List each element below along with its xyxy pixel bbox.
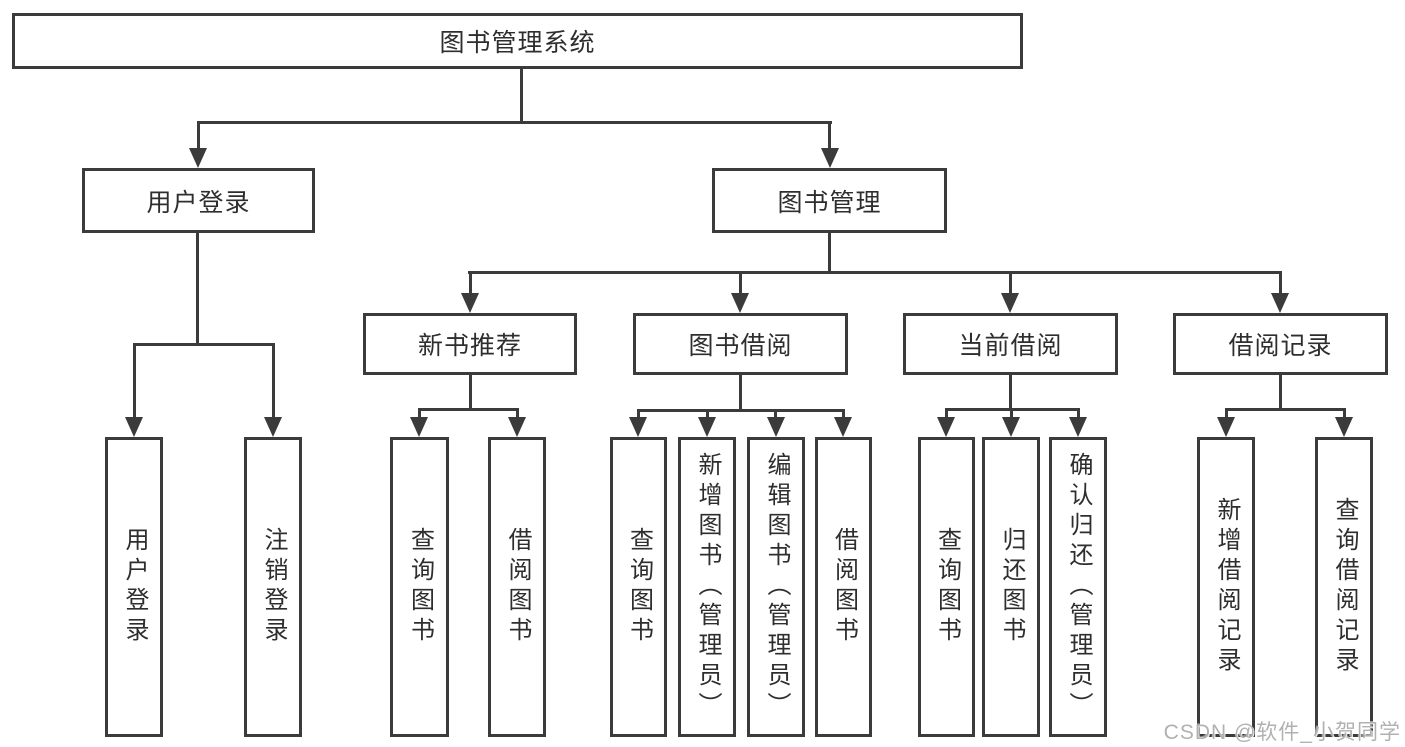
leaf-query-books-borrowing: 查询图书 bbox=[610, 437, 667, 737]
leaf-return-books-label: 归还图书 bbox=[998, 527, 1025, 647]
connector-line bbox=[637, 409, 845, 412]
connector-line bbox=[196, 233, 199, 345]
leaf-logout-label: 注销登录 bbox=[260, 527, 287, 647]
leaf-query-books-borrowing-label: 查询图书 bbox=[625, 527, 653, 647]
leaf-query-books-current: 查询图书 bbox=[918, 437, 975, 737]
connector-line bbox=[133, 343, 136, 419]
node-borrowing-records-label: 借阅记录 bbox=[1228, 332, 1333, 360]
arrow-down-icon bbox=[629, 417, 647, 437]
connector-line bbox=[468, 271, 1281, 274]
connector-line bbox=[1279, 375, 1282, 410]
leaf-logout: 注销登录 bbox=[244, 437, 302, 737]
leaf-query-books-recommend: 查询图书 bbox=[390, 437, 449, 737]
arrow-down-icon bbox=[731, 293, 749, 313]
arrow-down-icon bbox=[834, 417, 852, 437]
connector-line bbox=[272, 343, 275, 419]
connector-line bbox=[197, 121, 832, 124]
leaf-borrow-books-recommend: 借阅图书 bbox=[488, 437, 546, 737]
leaf-borrow-books: 借阅图书 bbox=[815, 437, 872, 737]
connector-line bbox=[739, 375, 742, 411]
leaf-query-borrow-record: 查询借阅记录 bbox=[1315, 437, 1373, 737]
node-borrowing-records: 借阅记录 bbox=[1173, 313, 1388, 375]
node-new-book-recommend-label: 新书推荐 bbox=[417, 332, 522, 360]
connector-line bbox=[1010, 408, 1013, 419]
connector-line bbox=[520, 69, 523, 124]
node-book-management: 图书管理 bbox=[712, 168, 947, 233]
connector-line bbox=[828, 121, 831, 150]
arrow-down-icon bbox=[461, 293, 479, 313]
leaf-query-borrow-record-label: 查询借阅记录 bbox=[1331, 497, 1358, 677]
node-book-borrowing: 图书借阅 bbox=[633, 313, 848, 375]
node-root: 图书管理系统 bbox=[12, 13, 1023, 69]
leaf-confirm-return-admin-label: 确认归还（管理员） bbox=[1065, 452, 1092, 722]
connector-line bbox=[842, 409, 845, 419]
leaf-query-books-recommend-label: 查询图书 bbox=[406, 527, 434, 647]
connector-line bbox=[1279, 271, 1282, 295]
leaf-edit-books-admin-label: 编辑图书（管理员） bbox=[763, 452, 790, 722]
leaf-add-books-admin: 新增图书（管理员） bbox=[678, 437, 736, 737]
arrow-down-icon bbox=[1271, 293, 1289, 313]
arrow-down-icon bbox=[1069, 417, 1087, 437]
connector-line bbox=[945, 408, 948, 419]
node-current-borrowing: 当前借阅 bbox=[903, 313, 1118, 375]
connector-line bbox=[469, 271, 472, 295]
leaf-borrow-books-label: 借阅图书 bbox=[830, 527, 858, 647]
connector-line bbox=[774, 409, 777, 419]
leaf-add-borrow-record-label: 新增借阅记录 bbox=[1213, 497, 1240, 677]
connector-line bbox=[469, 375, 472, 410]
leaf-borrow-books-recommend-label: 借阅图书 bbox=[504, 527, 531, 647]
arrow-down-icon bbox=[1001, 293, 1019, 313]
leaf-edit-books-admin: 编辑图书（管理员） bbox=[747, 437, 805, 737]
connector-line bbox=[418, 408, 421, 419]
node-user-login-label: 用户登录 bbox=[146, 188, 251, 217]
arrow-down-icon bbox=[410, 417, 428, 437]
leaf-confirm-return-admin: 确认归还（管理员） bbox=[1049, 437, 1107, 737]
csdn-watermark: CSDN @软件_小贺同学 bbox=[1163, 721, 1401, 744]
connector-line bbox=[1009, 375, 1012, 410]
leaf-user-login-label: 用户登录 bbox=[121, 527, 148, 647]
connector-line bbox=[637, 409, 640, 419]
node-root-label: 图书管理系统 bbox=[439, 29, 596, 57]
leaf-query-books-current-label: 查询图书 bbox=[933, 527, 961, 647]
node-book-borrowing-label: 图书借阅 bbox=[688, 332, 793, 360]
node-new-book-recommend: 新书推荐 bbox=[363, 313, 577, 375]
arrow-down-icon bbox=[821, 148, 839, 168]
leaf-return-books: 归还图书 bbox=[982, 437, 1040, 737]
arrow-down-icon bbox=[1002, 417, 1020, 437]
connector-line bbox=[197, 121, 200, 150]
arrow-down-icon bbox=[1217, 417, 1235, 437]
connector-line bbox=[706, 409, 709, 419]
node-user-login: 用户登录 bbox=[82, 168, 315, 233]
arrow-down-icon bbox=[508, 417, 526, 437]
arrow-down-icon bbox=[125, 417, 143, 437]
connector-line bbox=[1009, 271, 1012, 295]
connector-line bbox=[418, 408, 518, 411]
connector-line bbox=[828, 233, 831, 273]
connector-line bbox=[1225, 408, 1228, 419]
connector-line bbox=[1225, 408, 1345, 411]
connector-line bbox=[1343, 408, 1346, 419]
connector-line bbox=[516, 408, 519, 419]
leaf-add-borrow-record: 新增借阅记录 bbox=[1197, 437, 1255, 737]
connector-line bbox=[1077, 408, 1080, 419]
node-book-management-label: 图书管理 bbox=[777, 188, 882, 217]
arrow-down-icon bbox=[937, 417, 955, 437]
connector-line bbox=[133, 343, 275, 346]
leaf-add-books-admin-label: 新增图书（管理员） bbox=[694, 452, 721, 722]
node-current-borrowing-label: 当前借阅 bbox=[958, 332, 1063, 360]
arrow-down-icon bbox=[1335, 417, 1353, 437]
arrow-down-icon bbox=[264, 417, 282, 437]
leaf-user-login: 用户登录 bbox=[105, 437, 163, 737]
connector-line bbox=[739, 271, 742, 295]
arrow-down-icon bbox=[698, 417, 716, 437]
arrow-down-icon bbox=[767, 417, 785, 437]
arrow-down-icon bbox=[189, 148, 207, 168]
